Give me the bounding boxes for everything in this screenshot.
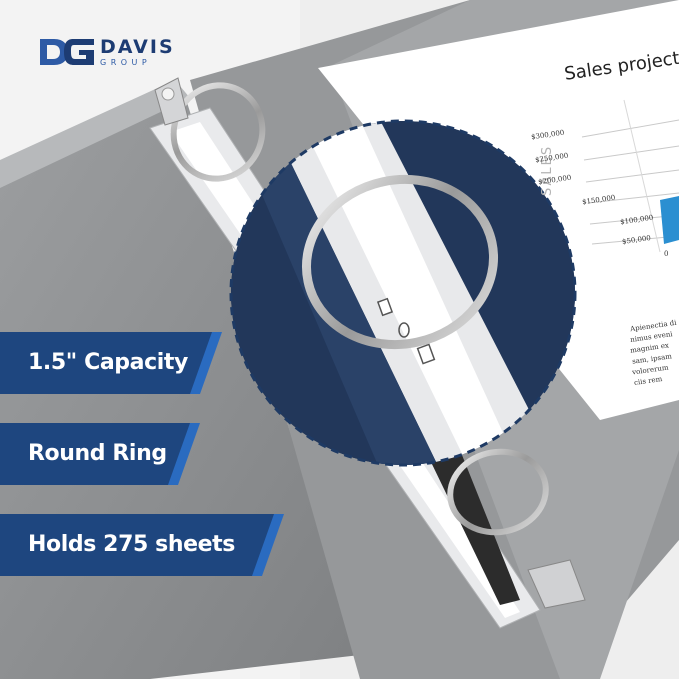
feature-label: Round Ring — [28, 441, 167, 466]
brand-tagline: GROUP — [100, 57, 152, 67]
bottom-lever — [527, 559, 586, 609]
feature-banner-ring: Round Ring — [0, 423, 200, 485]
banner-shape — [0, 332, 222, 394]
brand-name: DAVIS — [100, 35, 175, 58]
feature-label: 1.5" Capacity — [28, 350, 188, 375]
binder-edge — [0, 80, 190, 188]
zoom-ring — [301, 174, 499, 350]
feature-banner-capacity: 1.5" Capacity — [0, 332, 222, 394]
brand-logo: DAVIS GROUP — [40, 37, 175, 67]
davis-group-logo-icon — [40, 39, 94, 65]
bottom-ring — [447, 448, 549, 536]
banner-shape — [0, 514, 284, 576]
sheet-axis-label: SALES — [540, 144, 555, 196]
banner-shape — [0, 423, 200, 485]
sheet-chart — [581, 99, 679, 253]
chart-bar — [660, 196, 679, 244]
zoom-detail — [231, 121, 575, 465]
zoom-outline — [229, 119, 577, 467]
tick-label: 0 — [664, 250, 669, 258]
feature-label: Holds 275 sheets — [28, 532, 235, 557]
feature-banner-sheets: Holds 275 sheets — [0, 514, 284, 576]
